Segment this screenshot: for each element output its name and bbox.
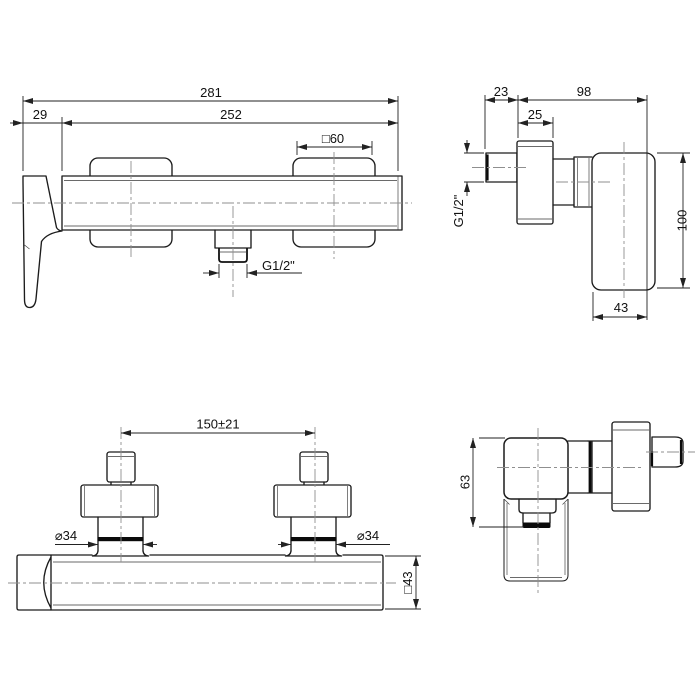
adapter-bottom	[587, 440, 613, 494]
left-thread-band	[97, 537, 144, 542]
right-pipe-seat	[284, 550, 343, 557]
right-inlet-nut	[299, 451, 329, 483]
dim-overall-depth: 98	[577, 84, 591, 99]
dim-body-width: 252	[220, 107, 242, 122]
dim-inlet-protrusion: 23	[494, 84, 508, 99]
bottom-view: 63	[458, 421, 695, 594]
neck	[552, 158, 575, 206]
body-extent-detail	[504, 499, 568, 578]
dim-outlet-offset: 63	[458, 475, 473, 489]
mount-centerlines	[130, 152, 335, 297]
plan-centerlines	[8, 427, 396, 584]
right-thread-band	[290, 537, 337, 542]
wall-flange-bottom	[611, 421, 651, 512]
dim-right-inlet-diameter: ⌀34	[357, 528, 379, 543]
side-extension-lines	[464, 95, 690, 321]
flange-detail	[518, 146, 552, 220]
inlet-stub-thread-lines	[650, 440, 683, 466]
dim-inlet-spacing: 150±21	[196, 417, 239, 432]
right-flange-detail	[277, 486, 348, 516]
wall-flange	[516, 140, 554, 225]
dim-body-depth: 43	[614, 300, 628, 315]
outlet-thread-stub	[218, 248, 248, 263]
dim-body-height: 100	[675, 210, 690, 232]
outlet-step1	[518, 498, 557, 514]
dim-handle-overhang: 29	[33, 107, 47, 122]
flange-bottom-detail	[613, 429, 649, 504]
neck-bottom	[567, 440, 589, 494]
dim-left-inlet-diameter: ⌀34	[55, 528, 77, 543]
dim-outlet-thread: G1/2"	[262, 258, 295, 273]
body-end-face	[503, 437, 569, 500]
bottom-extension-lines	[479, 437, 524, 528]
outlet-step2	[522, 512, 551, 524]
dim-inlet-thread: G1/2"	[451, 194, 466, 227]
left-pipe-seat	[91, 550, 150, 557]
bottom-centerlines	[497, 428, 695, 594]
side-centerlines	[472, 142, 625, 298]
left-flange-detail	[84, 486, 155, 516]
dim-escutcheon-size: □60	[322, 131, 344, 146]
dim-escutcheon-depth: 25	[528, 107, 542, 122]
side-view: 23 98 25 43 100 G1/2"	[451, 84, 690, 321]
mixer-body-side	[591, 152, 656, 291]
dim-body-section: □43	[400, 571, 415, 593]
front-view: 281 252 29 □60 G1/2"	[10, 85, 412, 309]
bar-detail-lines	[53, 561, 381, 606]
bar-outline	[16, 554, 384, 611]
plan-view: 150±21 ⌀34 ⌀34 □43	[8, 417, 421, 611]
right-inlet-flange	[273, 484, 352, 518]
handle-edge-tick	[24, 244, 30, 250]
left-inlet-flange	[80, 484, 159, 518]
dim-overall-width: 281	[200, 85, 222, 100]
handle-end-cap	[43, 554, 52, 611]
left-inlet-pipe	[97, 516, 144, 552]
right-inlet-pipe	[290, 516, 337, 552]
lever-handle	[22, 175, 63, 309]
body-extent-outline	[503, 499, 569, 582]
outlet-thread-ring	[522, 522, 551, 528]
